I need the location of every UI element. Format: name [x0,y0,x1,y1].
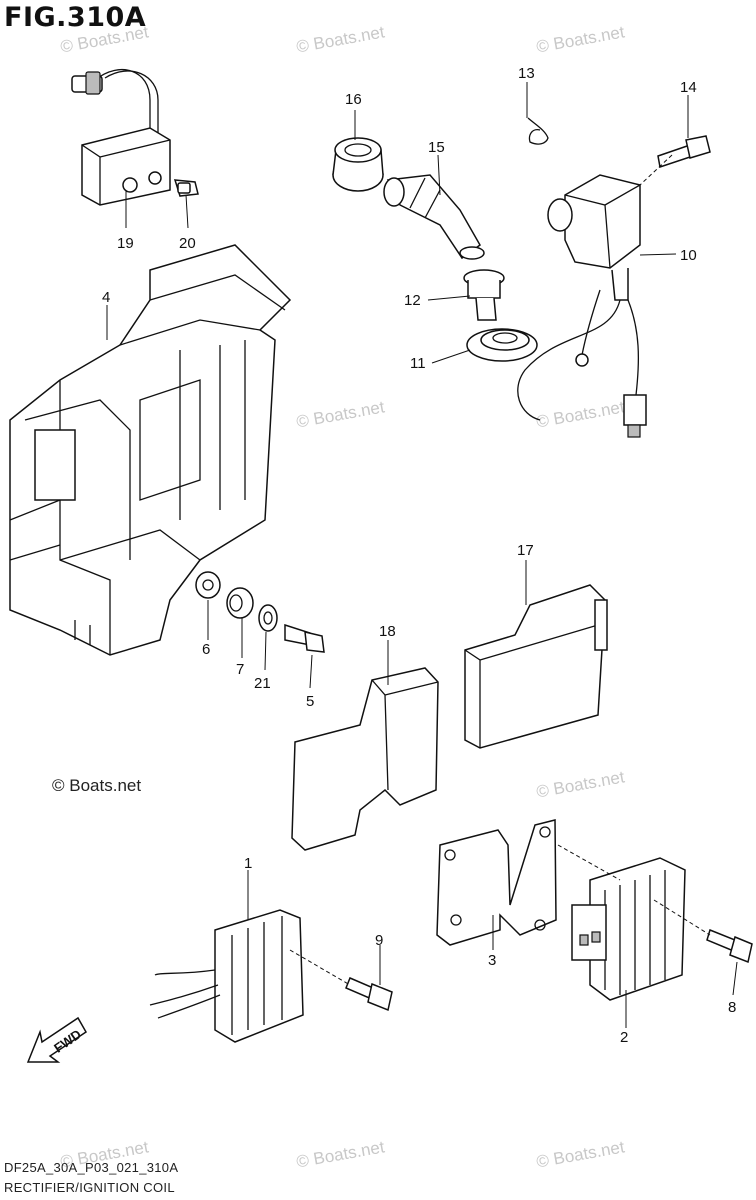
fwd-arrow: FWD [26,1016,87,1063]
callout-13: 13 [518,65,535,82]
part-13-drawing [527,117,549,145]
figure-code: DF25A_30A_P03_021_310A [4,1160,179,1175]
part-9-drawing [345,977,393,1012]
callout-10: 10 [680,247,697,264]
callout-9: 9 [375,932,383,949]
part-10-drawing [517,174,647,438]
part-20-drawing [173,179,199,197]
callout-4: 4 [102,289,110,306]
callout-8: 8 [728,999,736,1016]
part-1-drawing [149,909,304,1043]
callout-5: 5 [306,693,314,710]
part-3-drawing [436,819,557,946]
callout-15: 15 [428,139,445,156]
part-4-drawing [9,244,292,656]
part-16-drawing [332,137,384,192]
callout-19: 19 [117,235,134,252]
part-18-drawing [291,667,439,851]
leader-lines [106,82,738,1028]
copyright-note: © Boats.net [52,776,142,795]
figure-subtitle: RECTIFIER/IGNITION COIL [4,1180,175,1195]
callout-17: 17 [517,542,534,559]
callout-12: 12 [404,292,421,309]
callout-labels: 1 2 3 4 5 6 7 8 9 10 11 12 13 14 15 16 1… [102,65,736,1046]
part-19-drawing [71,69,171,206]
parts-6-7-21-5-drawing [195,571,325,653]
part-8-drawing [706,928,753,964]
part-15-drawing [383,174,485,260]
part-2-drawing [571,857,686,1001]
callout-11: 11 [410,355,426,372]
callout-21: 21 [254,675,271,692]
part-17-drawing [464,584,608,749]
callout-20: 20 [179,235,196,252]
callout-16: 16 [345,91,362,108]
callout-14: 14 [680,79,697,96]
callout-18: 18 [379,623,396,640]
figure-title: FIG.310A [4,2,147,33]
callout-2: 2 [620,1029,628,1046]
callout-7: 7 [236,661,244,678]
part-11-drawing [466,328,538,362]
part-14-drawing [657,135,711,168]
callout-6: 6 [202,641,210,658]
callout-3: 3 [488,952,496,969]
part-12-drawing [463,269,505,321]
callout-1: 1 [244,855,252,872]
